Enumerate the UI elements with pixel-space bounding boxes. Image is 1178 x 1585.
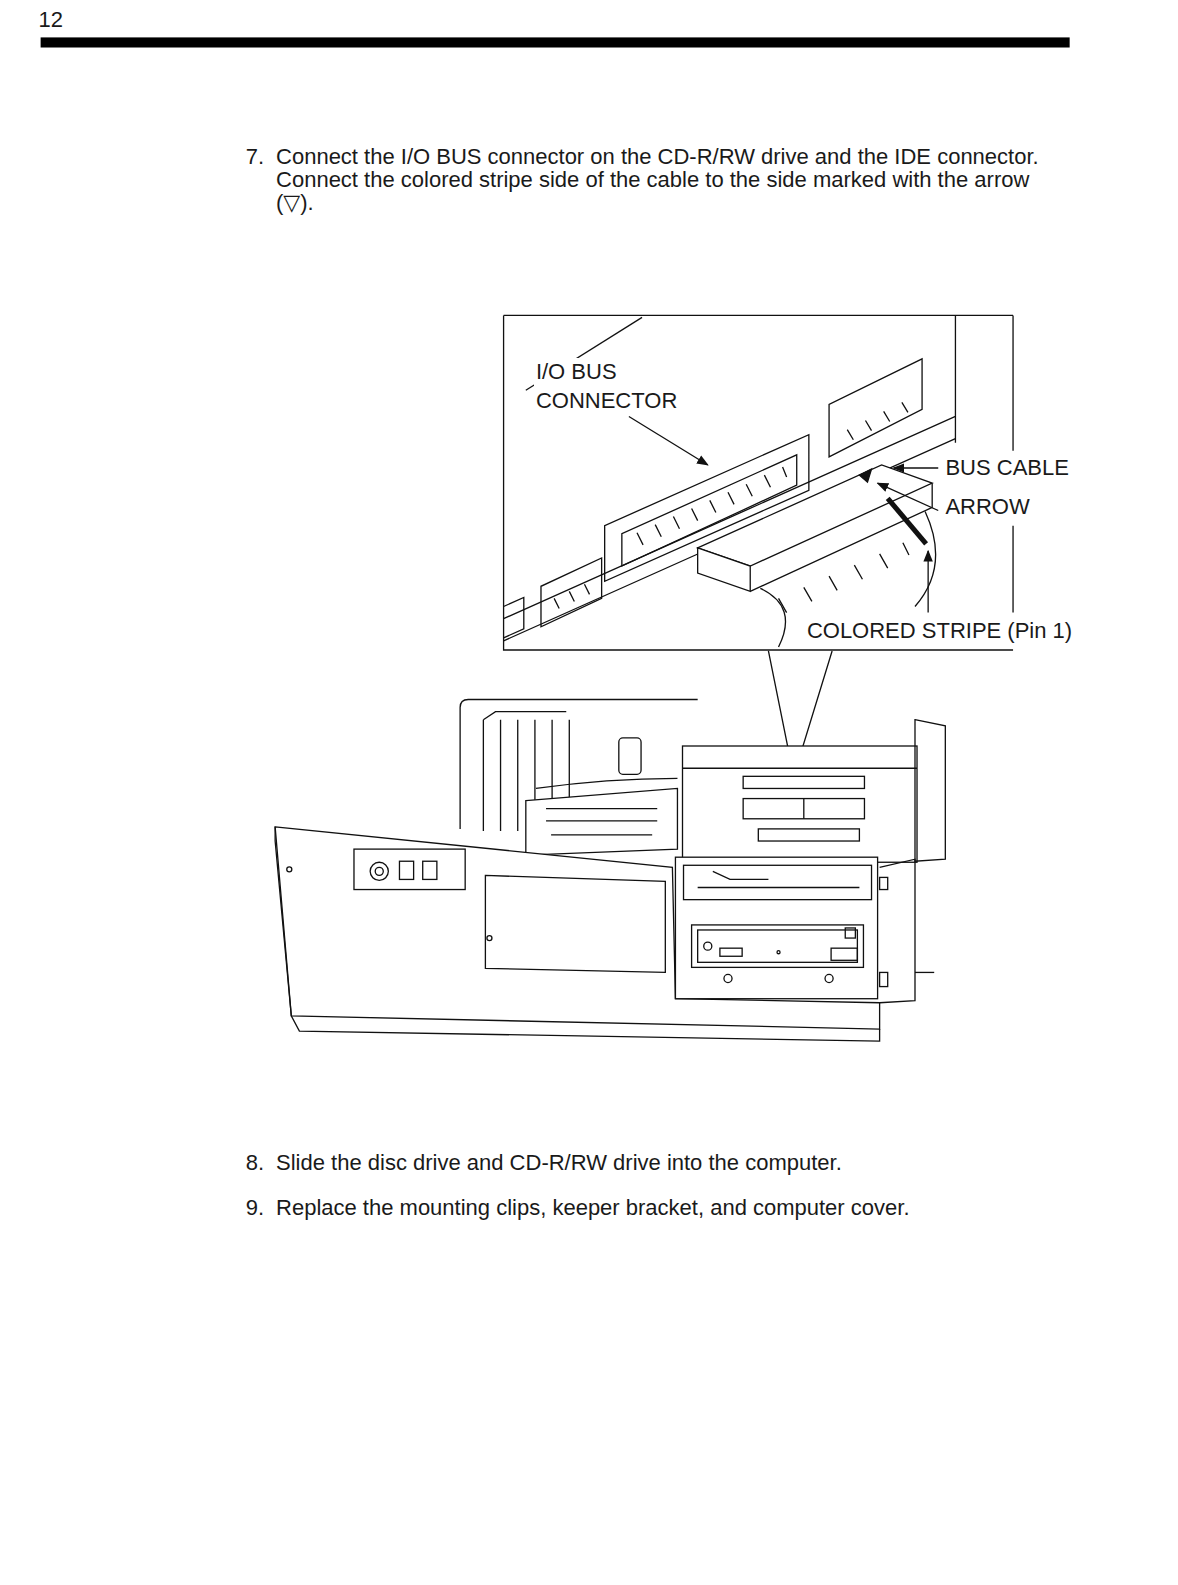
step-text: Connect the colored stripe side of the c… xyxy=(276,168,1060,214)
header-bar xyxy=(41,37,1070,47)
callout-label: COLORED STRIPE (Pin 1) xyxy=(805,617,1074,646)
callout-label: BUS CABLE xyxy=(943,454,1071,483)
inset-detail xyxy=(504,315,1013,776)
callout-label: ARROW xyxy=(943,493,1031,522)
step-number: 9. xyxy=(246,1196,276,1219)
page-number: 12 xyxy=(38,8,119,31)
step-number: 7. xyxy=(246,145,276,168)
callout-label: I/O BUS CONNECTOR xyxy=(534,358,705,415)
computer-chassis xyxy=(275,700,945,1042)
step-text: Slide the disc drive and CD-R/RW drive i… xyxy=(276,1151,1105,1174)
step-text: Replace the mounting clips, keeper brack… xyxy=(276,1196,1105,1219)
step-text: Connect the I/O BUS connector on the CD-… xyxy=(276,145,1060,168)
step-number: 8. xyxy=(246,1151,276,1174)
